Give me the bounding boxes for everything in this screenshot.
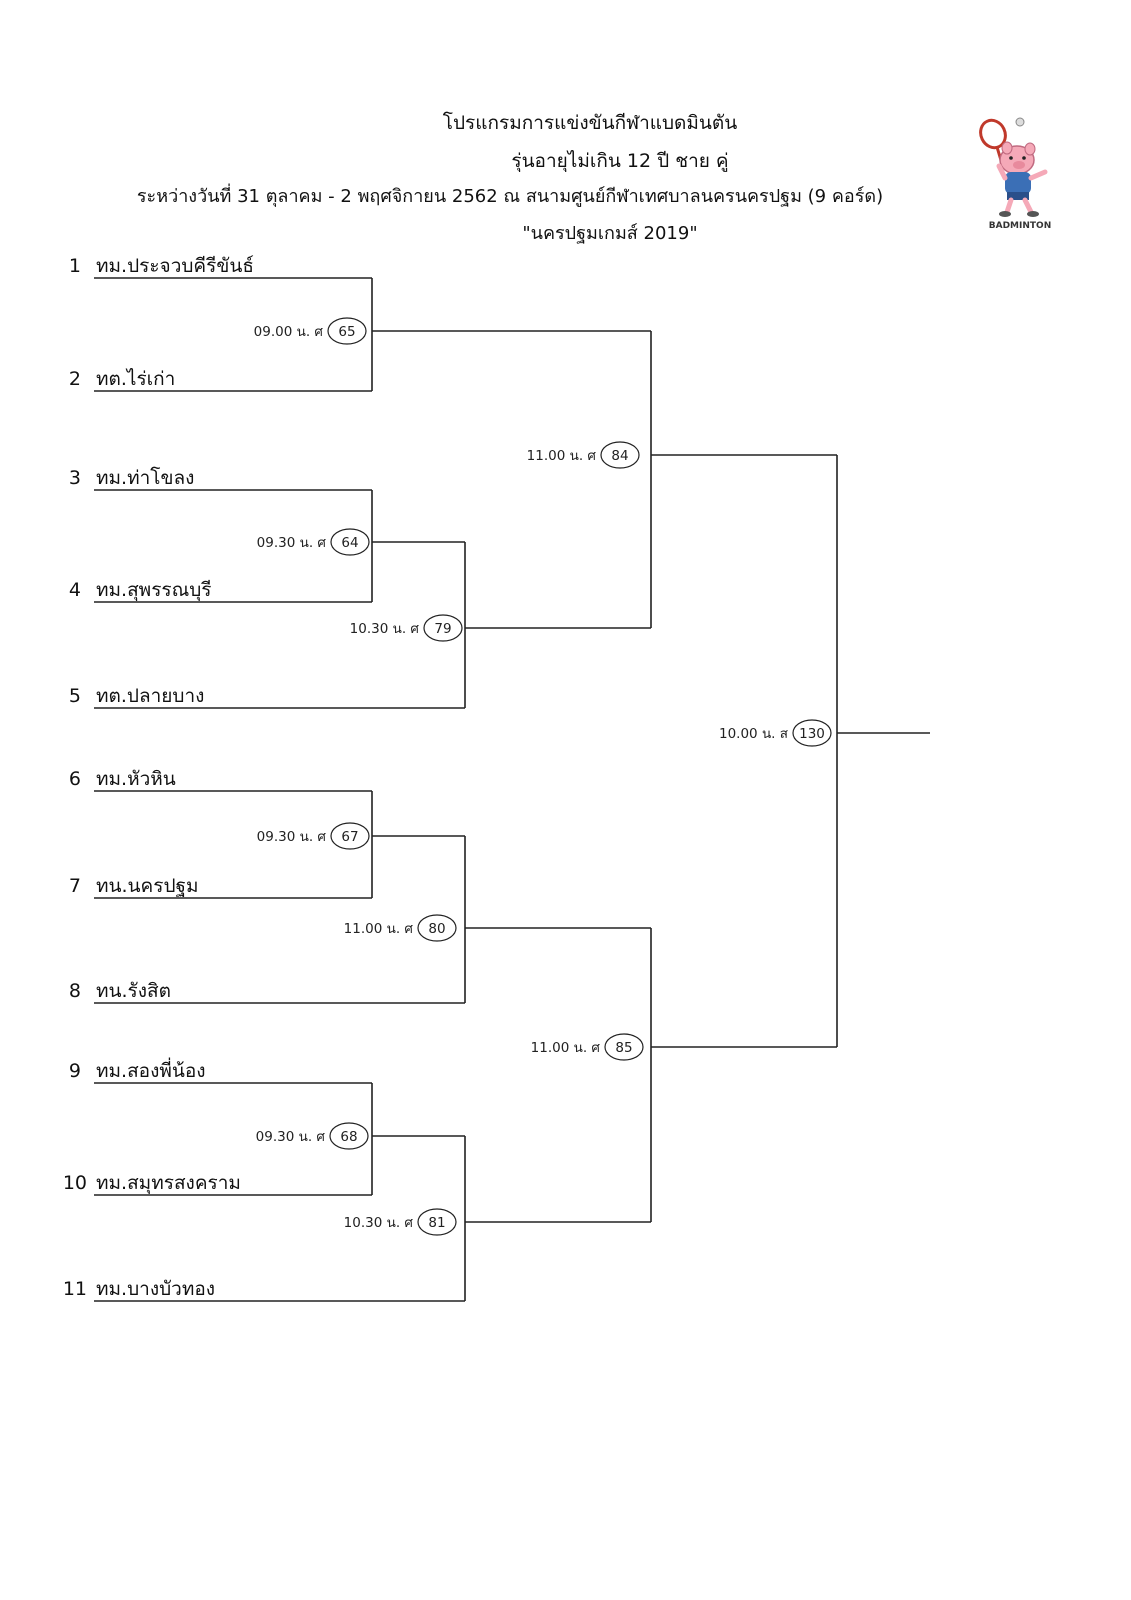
match-time: 10.30 น. ศ: [350, 621, 420, 637]
team-name: ทม.บางบัวทอง: [96, 1278, 215, 1300]
match-number: 64: [341, 535, 358, 551]
match-time: 09.30 น. ศ: [256, 1129, 326, 1145]
match-number-oval: [600, 441, 640, 469]
team-seed: 4: [69, 579, 81, 601]
match-number: 85: [615, 1040, 632, 1056]
match-number-oval: [330, 528, 370, 556]
team-name: ทม.สองพี่น้อง: [96, 1057, 206, 1082]
match-time: 11.00 น. ศ: [531, 1040, 601, 1056]
match-number-oval: [417, 1208, 457, 1236]
match-number-oval: [330, 822, 370, 850]
team-seed: 7: [69, 875, 81, 897]
team-name: ทม.ประจวบคีรีขันธ์: [96, 255, 254, 277]
date-venue: ระหว่างวันที่ 31 ตุลาคม - 2 พฤศจิกายน 25…: [136, 186, 884, 207]
team-seed: 2: [69, 368, 81, 390]
team-name: ทต.ปลายบาง: [96, 685, 204, 707]
match-time: 10.30 น. ศ: [344, 1215, 414, 1231]
match-time: 09.00 น. ศ: [254, 324, 324, 340]
match-number: 81: [428, 1215, 445, 1231]
match-number: 79: [434, 621, 451, 637]
match-number: 80: [428, 921, 445, 937]
match-time: 10.00 น. ส: [719, 726, 788, 742]
match-time: 09.30 น. ศ: [257, 829, 327, 845]
match-time: 11.00 น. ศ: [344, 921, 414, 937]
team-name: ทน.รังสิต: [96, 980, 171, 1002]
match-number-oval: [327, 317, 367, 345]
match-number: 67: [341, 829, 358, 845]
match-number: 84: [611, 448, 628, 464]
team-name: ทม.สมุทรสงคราม: [96, 1172, 241, 1195]
match-number: 68: [340, 1129, 357, 1145]
team-seed: 10: [63, 1172, 87, 1194]
match-time: 09.30 น. ศ: [257, 535, 327, 551]
team-name: ทน.นครปฐม: [96, 875, 199, 897]
team-seed: 9: [69, 1060, 81, 1082]
age-division: รุ่นอายุไม่เกิน 12 ปี ชาย คู่: [511, 150, 729, 172]
team-seed: 1: [69, 255, 81, 277]
team-name: ทม.หัวหิน: [96, 768, 176, 790]
match-number-oval: [329, 1122, 369, 1150]
team-seed: 3: [69, 467, 81, 489]
team-name: ทม.ท่าโขลง: [96, 466, 194, 489]
logo-label: BADMINTON: [989, 221, 1051, 231]
page-title: โปรแกรมการแข่งขันกีฬาแบดมินตัน: [442, 112, 738, 134]
event-name: "นครปฐมเกมส์ 2019": [522, 223, 698, 244]
match-number-oval: [792, 719, 832, 747]
match-number: 130: [799, 726, 825, 742]
match-number-oval: [604, 1033, 644, 1061]
team-seed: 5: [69, 685, 81, 707]
team-seed: 11: [63, 1278, 87, 1300]
pig-badminton-mascot-icon: BADMINTON: [979, 117, 1051, 231]
team-seed: 8: [69, 980, 81, 1002]
team-name: ทม.สุพรรณบุรี: [96, 579, 212, 602]
match-number-oval: [423, 614, 463, 642]
match-time: 11.00 น. ศ: [527, 448, 597, 464]
match-number: 65: [338, 324, 355, 340]
team-seed: 6: [69, 768, 81, 790]
match-number-oval: [417, 914, 457, 942]
team-name: ทต.ไร่เก่า: [96, 368, 175, 390]
